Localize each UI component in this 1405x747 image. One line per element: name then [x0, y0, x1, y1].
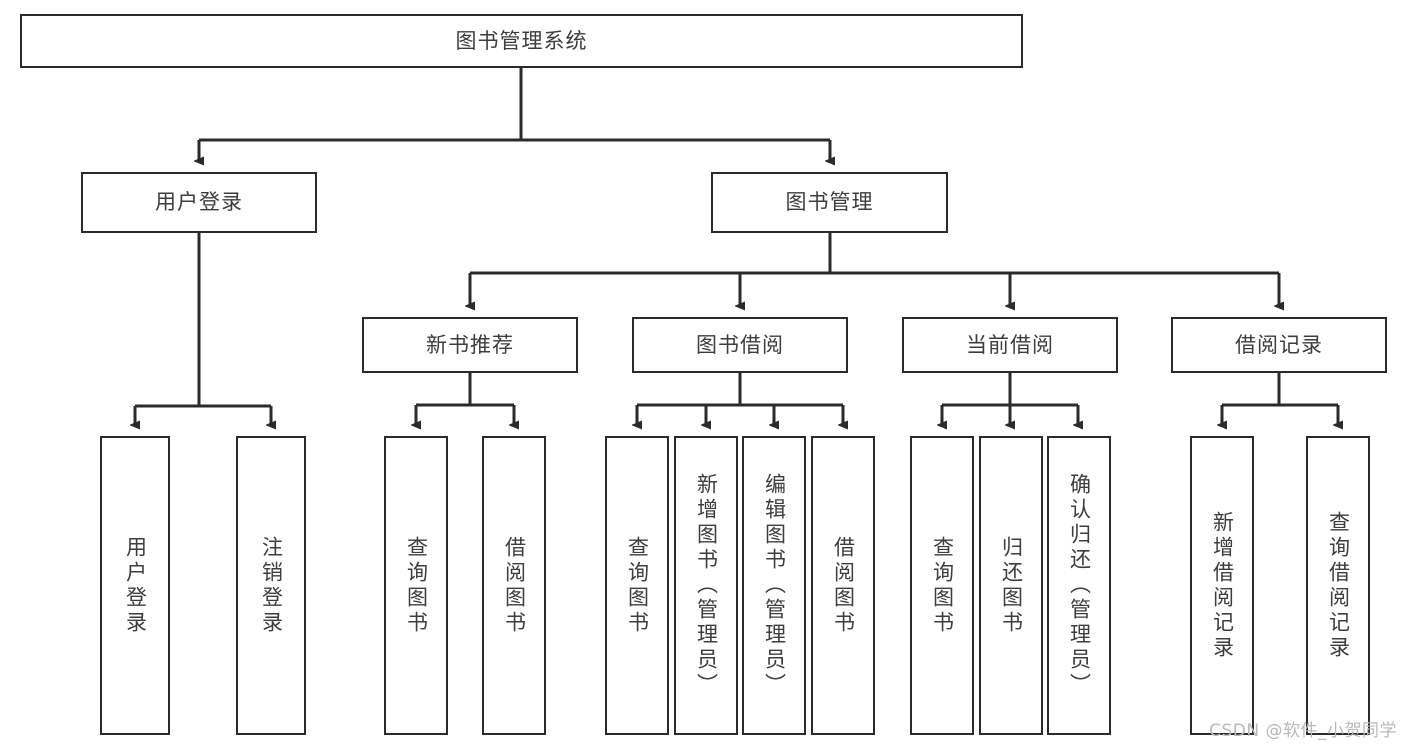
node-leaf-borrow-book-2[interactable]: 借阅图书 [811, 436, 875, 735]
node-leaf-query-book-1[interactable]: 查询图书 [384, 436, 448, 735]
node-leaf-user-login-label: 用户登录 [123, 535, 148, 636]
node-leaf-query-book-2[interactable]: 查询图书 [605, 436, 669, 735]
node-leaf-edit-book[interactable]: 编辑图书（管理员） [742, 436, 806, 735]
node-leaf-query-book-2-label: 查询图书 [625, 535, 650, 636]
node-leaf-user-login[interactable]: 用户登录 [100, 436, 170, 735]
node-new-book-rec-label: 新书推荐 [426, 332, 514, 357]
node-user-login[interactable]: 用户登录 [81, 172, 317, 233]
node-leaf-return-book-label: 归还图书 [999, 535, 1024, 636]
node-leaf-add-book-label: 新增图书（管理员） [694, 473, 719, 698]
node-leaf-query-book-3-label: 查询图书 [930, 535, 955, 636]
node-leaf-logout-label: 注销登录 [259, 535, 284, 636]
node-leaf-add-record-label: 新增借阅记录 [1210, 510, 1235, 661]
node-book-borrow[interactable]: 图书借阅 [632, 317, 848, 373]
node-leaf-return-book[interactable]: 归还图书 [979, 436, 1043, 735]
node-book-manage[interactable]: 图书管理 [711, 172, 948, 233]
node-new-book-rec[interactable]: 新书推荐 [362, 317, 578, 373]
node-leaf-logout[interactable]: 注销登录 [236, 436, 306, 735]
node-root[interactable]: 图书管理系统 [20, 14, 1023, 68]
node-borrow-record[interactable]: 借阅记录 [1171, 317, 1387, 373]
node-borrow-record-label: 借阅记录 [1235, 332, 1323, 357]
node-leaf-query-record-label: 查询借阅记录 [1326, 510, 1351, 661]
node-leaf-borrow-book-1[interactable]: 借阅图书 [482, 436, 546, 735]
node-user-login-label: 用户登录 [155, 190, 243, 215]
node-leaf-confirm-return[interactable]: 确认归还（管理员） [1047, 436, 1111, 735]
node-leaf-add-book[interactable]: 新增图书（管理员） [674, 436, 738, 735]
node-leaf-confirm-return-label: 确认归还（管理员） [1067, 473, 1092, 698]
node-leaf-edit-book-label: 编辑图书（管理员） [762, 473, 787, 698]
node-leaf-query-book-3[interactable]: 查询图书 [910, 436, 974, 735]
node-book-manage-label: 图书管理 [785, 190, 874, 215]
node-leaf-borrow-book-2-label: 借阅图书 [831, 535, 856, 636]
node-root-label: 图书管理系统 [455, 28, 588, 53]
node-current-borrow-label: 当前借阅 [966, 332, 1054, 357]
node-leaf-borrow-book-1-label: 借阅图书 [502, 535, 527, 636]
node-book-borrow-label: 图书借阅 [696, 332, 784, 357]
node-current-borrow[interactable]: 当前借阅 [902, 317, 1118, 373]
node-leaf-query-record[interactable]: 查询借阅记录 [1306, 436, 1370, 735]
node-leaf-add-record[interactable]: 新增借阅记录 [1190, 436, 1254, 735]
node-leaf-query-book-1-label: 查询图书 [404, 535, 429, 636]
